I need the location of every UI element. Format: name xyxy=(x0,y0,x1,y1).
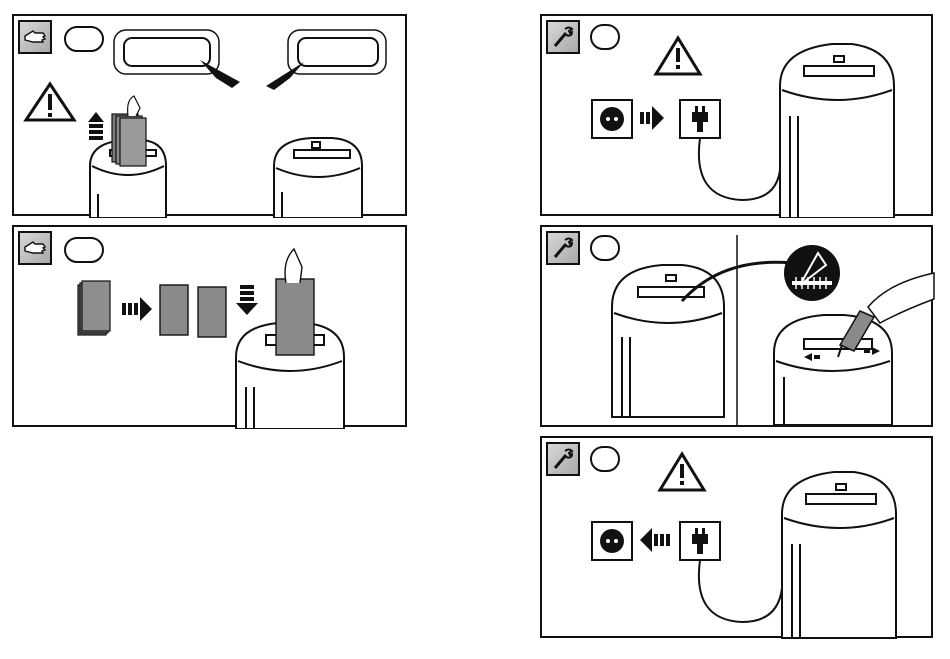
unplug-illustration xyxy=(542,16,935,218)
oil-cutters-illustration xyxy=(542,227,935,429)
paper-sheet-1 xyxy=(160,285,188,335)
paper-in-slot xyxy=(276,279,314,355)
hand-holding-bottle xyxy=(868,273,934,323)
shredder-right xyxy=(274,138,362,218)
shredder-left xyxy=(612,265,724,417)
power-plug xyxy=(680,100,720,138)
shredder xyxy=(780,44,894,218)
panel-plug-in xyxy=(540,436,933,638)
paper-stack xyxy=(112,96,146,166)
sort-paper-illustration xyxy=(14,227,409,429)
arrow-right-slot xyxy=(266,62,304,90)
thick-paper-stack xyxy=(78,281,110,335)
insert-paper-illustration xyxy=(14,16,409,218)
panel-oil-cutters xyxy=(540,225,933,427)
power-cord xyxy=(699,560,782,622)
power-plug xyxy=(680,522,720,560)
wall-socket xyxy=(592,522,632,560)
arrow-right xyxy=(122,297,152,321)
paper-sheet-2 xyxy=(198,287,226,337)
power-cord xyxy=(699,138,780,200)
shredder-right xyxy=(774,315,892,425)
plug-in-illustration xyxy=(542,438,935,640)
slot-closeup-right xyxy=(288,30,386,74)
panel-insert-paper xyxy=(12,14,407,216)
arrow-right xyxy=(640,106,664,130)
hand-holding-paper xyxy=(285,249,302,283)
wall-socket xyxy=(592,100,632,138)
up-arrow xyxy=(88,112,104,140)
shredder xyxy=(782,472,896,638)
slot-closeup-left xyxy=(114,30,219,74)
panel-unplug xyxy=(540,14,933,216)
oil-cutter-icon xyxy=(784,245,840,301)
panel-sort-paper xyxy=(12,225,407,427)
down-arrow xyxy=(236,285,258,315)
arrow-left xyxy=(640,528,670,552)
